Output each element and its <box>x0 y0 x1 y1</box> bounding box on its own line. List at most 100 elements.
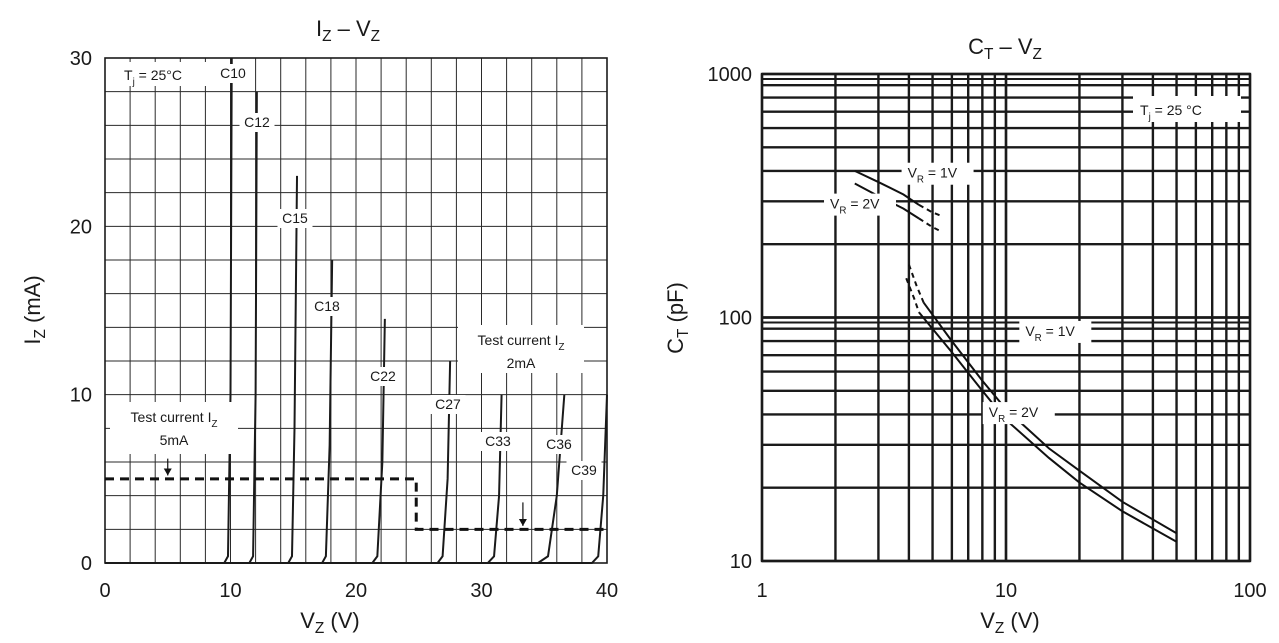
annotation-arrow-head <box>518 518 527 526</box>
series-label-bg <box>365 367 401 386</box>
y-tick-label: 10 <box>70 385 92 407</box>
condition-box <box>118 62 206 86</box>
y-tick-label: 20 <box>70 216 92 238</box>
y-axis-label-part: (pF) <box>663 282 688 328</box>
x-axis-label-part: (V) <box>324 608 359 633</box>
series-label-bg <box>541 435 577 454</box>
series-label-bg <box>430 395 466 414</box>
condition-label-part: T <box>124 67 133 83</box>
y-tick-label: 1000 <box>708 64 753 86</box>
condition-label: Tj = 25 °C <box>1140 102 1202 123</box>
series-label-c27: C27 <box>435 396 461 412</box>
vr-label-part: = 2V <box>1005 404 1039 420</box>
chart-title: CT – VZ <box>968 34 1042 63</box>
x-tick-label: 100 <box>1233 580 1266 602</box>
vr-label: VR = 2V <box>830 196 880 217</box>
condition-label-subscript: j <box>1148 112 1151 123</box>
x-tick-label: 30 <box>470 580 492 602</box>
vr-label-part: V <box>908 165 918 181</box>
series-line-c15 <box>105 175 299 564</box>
condition-label-part: = 25°C <box>135 67 182 83</box>
vr-label: VR = 1V <box>1025 323 1075 344</box>
annotation-line2: 2mA <box>507 355 536 371</box>
series-label-c39: C39 <box>571 462 597 478</box>
chart-title-subscript: Z <box>371 28 380 45</box>
x-tick-label: 1 <box>756 580 767 602</box>
series-label-bg <box>566 461 602 480</box>
series-line-c39 <box>105 394 608 564</box>
vr-label-bg <box>824 193 897 216</box>
series-line <box>905 277 920 313</box>
annotation-line1-part: Test current I <box>478 332 559 348</box>
series-label-bg <box>215 64 251 83</box>
y-axis-label: CT (pF) <box>663 282 692 354</box>
vr-label-subscript: R <box>917 175 924 186</box>
condition-label: Tj = 25°C <box>124 67 182 88</box>
annotation-line1-subscript: Z <box>211 419 217 430</box>
series-line <box>918 217 942 233</box>
annotation-line1: Test current IZ <box>478 332 565 353</box>
series-label-bg <box>480 432 516 451</box>
y-axis-label-part: C <box>663 338 688 354</box>
y-tick-label: 0 <box>81 553 92 575</box>
chart-title-subscript: Z <box>1033 46 1042 63</box>
series-label-c12: C12 <box>244 114 270 130</box>
y-axis-label-part: I <box>20 339 45 345</box>
annotation-arrow-head <box>163 468 172 476</box>
series-label-c22: C22 <box>370 368 396 384</box>
chart-title-subscript: Z <box>322 28 331 45</box>
series-line <box>918 204 942 217</box>
vr-label-part: = 1V <box>924 165 958 181</box>
condition-label-part: T <box>1140 102 1149 118</box>
vr-label-part: V <box>1025 323 1035 339</box>
x-tick-label: 0 <box>99 580 110 602</box>
y-tick-label: 10 <box>730 551 752 573</box>
y-axis-label-subscript: T <box>675 328 692 338</box>
series-label-c18: C18 <box>314 298 340 314</box>
annotation-line1: Test current IZ <box>131 409 218 430</box>
annotation-line2: 5mA <box>160 432 189 448</box>
vr-label-bg <box>1019 320 1092 343</box>
condition-label-part: = 25 °C <box>1151 102 1202 118</box>
vr-label-part: = 1V <box>1042 323 1076 339</box>
vr-label: VR = 2V <box>989 404 1039 425</box>
series-label-c36: C36 <box>546 436 572 452</box>
series-line <box>854 169 920 206</box>
x-tick-label: 20 <box>345 580 367 602</box>
annotation-box <box>458 325 584 373</box>
chart-title-subscript: T <box>984 46 994 63</box>
chart-title-part: – <box>993 34 1017 59</box>
series-label-bg <box>309 297 345 316</box>
x-axis-label-subscript: Z <box>995 620 1004 637</box>
x-tick-label: 40 <box>596 580 618 602</box>
series-label-bg <box>239 113 275 132</box>
vr-label-part: V <box>989 404 999 420</box>
vr-label-bg <box>901 162 974 185</box>
x-tick-label: 10 <box>995 580 1017 602</box>
annotation-line1-subscript: Z <box>558 342 564 353</box>
vr-label-subscript: R <box>998 414 1005 425</box>
vr-label-subscript: R <box>1035 333 1042 344</box>
test-current-line <box>105 477 607 531</box>
chart-title-part: V <box>1018 34 1033 59</box>
x-axis-label-part: (V) <box>1004 608 1039 633</box>
chart-title: IZ – VZ <box>316 16 380 45</box>
y-axis-label-part: (mA) <box>20 275 45 329</box>
series-label-c15: C15 <box>282 210 308 226</box>
series-label-bg <box>277 209 313 228</box>
series-line <box>922 302 1178 535</box>
vr-label-part: V <box>830 196 840 212</box>
vr-label-bg <box>982 402 1055 425</box>
condition-box <box>1133 96 1241 122</box>
chart-title-part: V <box>356 16 371 41</box>
x-axis-label-part: V <box>980 608 995 633</box>
series-label-c33: C33 <box>485 433 511 449</box>
y-axis-label-subscript: Z <box>32 329 49 338</box>
vr-label-subscript: R <box>839 206 846 217</box>
y-tick-label: 30 <box>70 48 92 70</box>
vr-label: VR = 1V <box>908 165 958 186</box>
series-line <box>918 311 1178 543</box>
